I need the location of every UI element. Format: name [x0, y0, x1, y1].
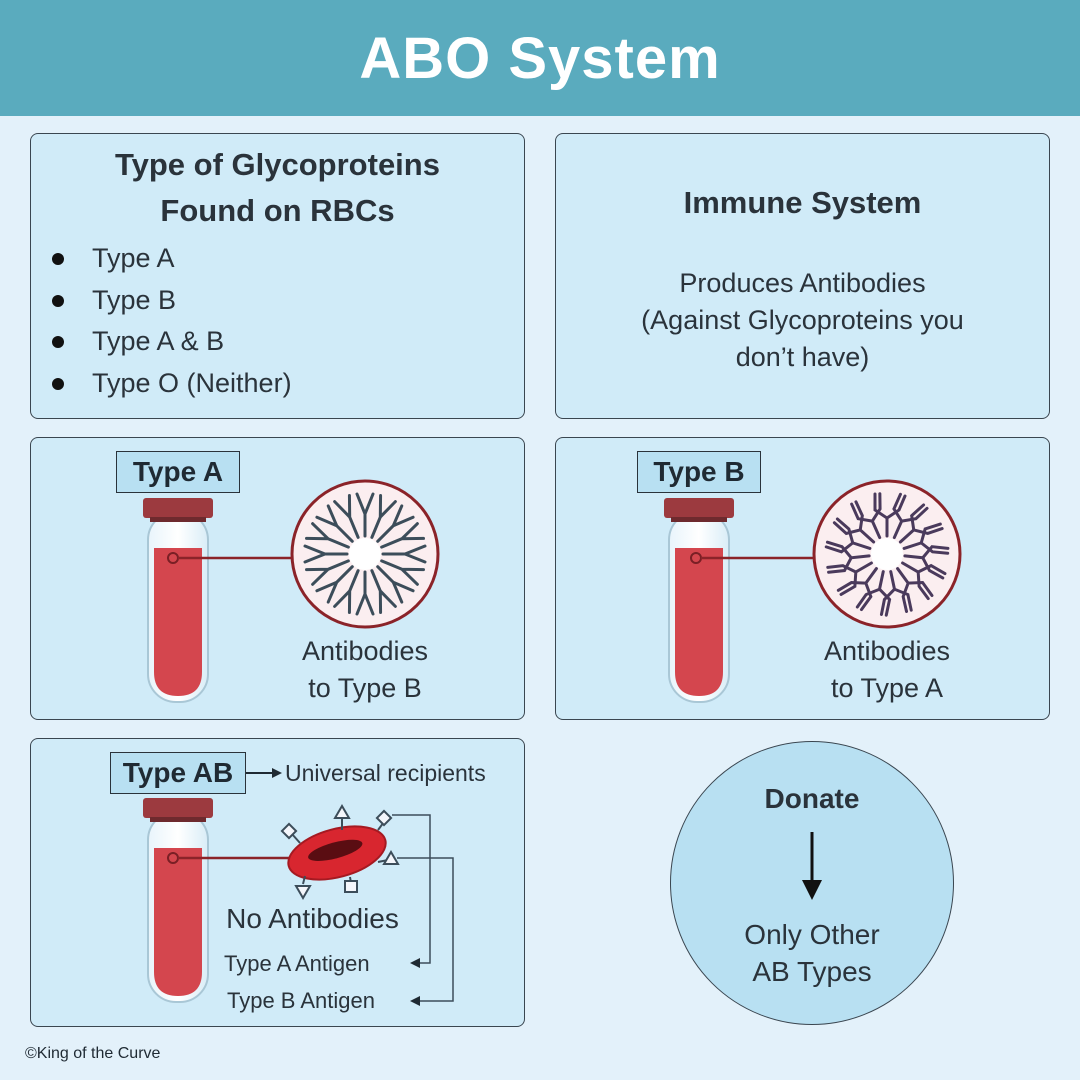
type-ab-label: Type AB — [110, 752, 246, 794]
type-b-antigens — [294, 804, 400, 900]
type-b-antigen-label: Type B Antigen — [227, 988, 375, 1013]
type-a-test-tube — [143, 498, 292, 703]
type-b-antibody-circle — [812, 479, 962, 629]
type-a-panel — [30, 437, 525, 720]
type-a-antigens — [280, 809, 393, 893]
immune-line-1: Produces Antibodies — [679, 268, 926, 298]
header-bar: ABO System — [0, 0, 1080, 116]
universal-recipients-note: Universal recipients — [285, 760, 486, 786]
list-item: Type B — [52, 280, 292, 322]
red-blood-cell — [287, 825, 387, 881]
type-a-antibody-circle — [290, 479, 440, 629]
glycoproteins-panel — [30, 133, 525, 419]
type-a-caption-line2: to Type B — [308, 673, 422, 703]
page-title: ABO System — [359, 25, 721, 91]
antigen-connector-lines — [392, 814, 454, 1002]
donate-line-1: Only Other — [744, 919, 880, 950]
type-a-caption-line1: Antibodies — [301, 636, 429, 666]
glycoproteins-title-line2: Found on RBCs — [160, 193, 395, 228]
type-a-antigen-label: Type A Antigen — [224, 951, 370, 976]
glycoproteins-title-line1: Type of Glycoproteins — [115, 147, 440, 182]
list-item: Type A & B — [52, 321, 292, 363]
type-a-label: Type A — [116, 451, 240, 493]
donate-arrow — [802, 832, 822, 900]
copyright-footer: ©King of the Curve — [25, 1045, 161, 1062]
type-b-panel — [555, 437, 1050, 720]
type-b-caption-line2: to Type A — [830, 673, 944, 703]
immune-system-title: Immune System — [683, 185, 922, 220]
list-item: Type A — [52, 238, 292, 280]
donate-title: Donate — [764, 783, 860, 814]
immune-line-3: don’t have) — [735, 342, 870, 372]
no-antibodies-caption: No Antibodies — [226, 903, 399, 934]
glycoprotein-list: Type A Type B Type A & B Type O (Neither… — [52, 238, 292, 404]
type-ab-test-tube — [143, 798, 292, 1003]
type-b-label: Type B — [637, 451, 761, 493]
universal-recipients-arrow — [246, 768, 282, 778]
immune-system-panel — [555, 133, 1050, 419]
type-b-test-tube — [664, 498, 814, 703]
immune-line-2: (Against Glycoproteins you — [641, 305, 964, 335]
type-b-caption-line1: Antibodies — [823, 636, 951, 666]
donate-line-2: AB Types — [752, 956, 872, 987]
list-item: Type O (Neither) — [52, 363, 292, 405]
